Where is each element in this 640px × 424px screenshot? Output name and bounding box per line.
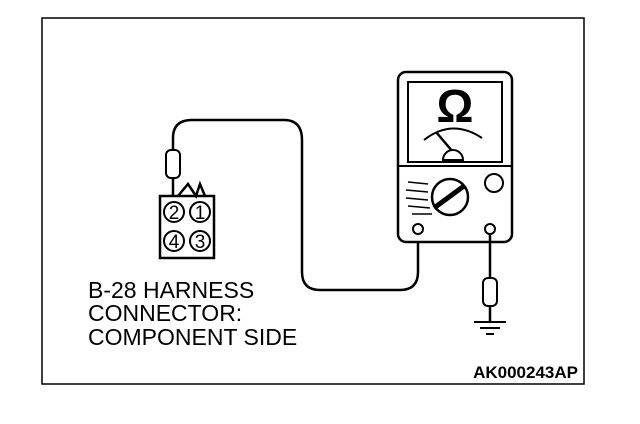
figure-frame xyxy=(41,17,585,385)
pin-3-circle xyxy=(189,230,211,252)
connector-body xyxy=(158,194,216,260)
ground-lead xyxy=(482,234,498,322)
connector-latch xyxy=(177,180,207,199)
pin-label-4: 4 xyxy=(169,232,180,253)
connector-probe xyxy=(165,149,181,196)
range-ticks xyxy=(405,181,432,215)
ground-probe xyxy=(482,277,498,307)
connector-caption-line-1: B-28 HARNESS xyxy=(88,277,254,303)
connector-caption-line-3: COMPONENT SIDE xyxy=(88,324,297,350)
pin-2-circle xyxy=(163,201,185,223)
ohm-symbol: Ω xyxy=(437,80,474,132)
meter-scale-arc xyxy=(423,127,483,141)
connector-caption-line-2: CONNECTOR: xyxy=(88,300,242,326)
pin-label-3: 3 xyxy=(195,232,206,253)
needle-pivot xyxy=(441,149,465,161)
meter-needle xyxy=(435,131,454,153)
ground-symbol xyxy=(474,321,506,335)
terminal-right xyxy=(484,223,496,235)
pin-label-1: 1 xyxy=(195,203,206,224)
pin-1-circle xyxy=(189,201,211,223)
ohmmeter xyxy=(396,70,514,244)
terminal-left xyxy=(412,223,424,235)
figure-code: AK000243AP xyxy=(473,363,578,382)
harness-connector xyxy=(158,180,216,260)
meter-display-window xyxy=(407,81,503,163)
test-lead-wire xyxy=(171,118,420,292)
pin-label-2: 2 xyxy=(169,203,180,224)
knob-pointer xyxy=(432,183,466,211)
zero-adjust-knob xyxy=(484,173,504,193)
pin-4-circle xyxy=(163,230,185,252)
